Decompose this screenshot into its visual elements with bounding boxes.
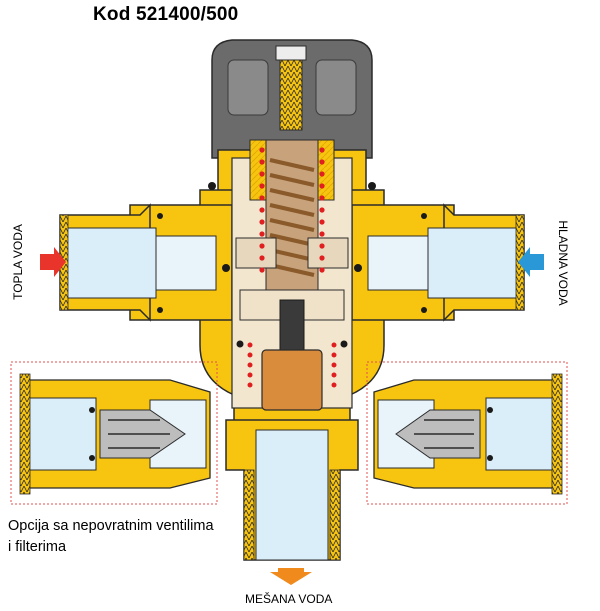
return-spring <box>259 147 325 273</box>
mixed-water-label: MEŠANA VODA <box>245 592 333 606</box>
adjustment-knob <box>211 39 373 159</box>
arrow-left-icon <box>518 247 544 277</box>
option-caption: Opcija sa nepovratnim ventilima i filter… <box>8 516 248 558</box>
option-caption-line-1: Opcija sa nepovratnim ventilima <box>8 518 214 534</box>
cold-water-label: HLADNA VODA <box>556 220 570 306</box>
right-check-valve-inset <box>366 361 568 505</box>
o-rings <box>157 182 427 348</box>
left-check-valve-inset <box>10 361 218 505</box>
hot-water-label: TOPLA VODA <box>11 224 25 300</box>
thermostatic-cartridge <box>231 139 353 411</box>
arrow-down-icon <box>270 568 312 585</box>
diagram-title: Kod 521400/500 <box>93 4 239 25</box>
option-caption-line-2: i filterima <box>8 539 67 555</box>
water-passages <box>59 214 525 561</box>
piston-spring <box>247 342 337 388</box>
arrow-right-icon <box>40 247 66 277</box>
